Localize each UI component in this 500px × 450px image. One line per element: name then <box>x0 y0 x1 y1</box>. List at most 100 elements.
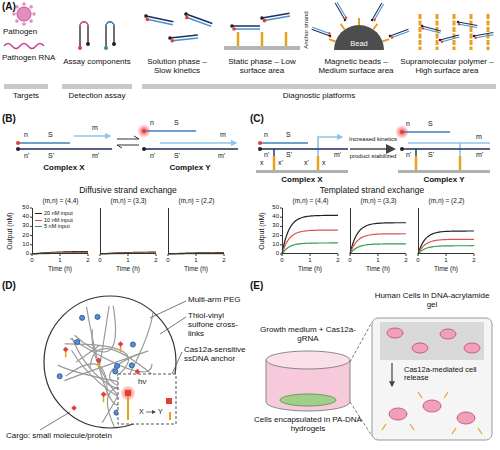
callout-label: Cas12a-sensitive ssDNA anchor <box>184 346 246 364</box>
tick-mark <box>156 254 157 256</box>
cross-link <box>129 363 134 368</box>
cross-link <box>130 342 135 347</box>
peg-arm <box>65 344 129 376</box>
solution-duplexes <box>143 14 174 27</box>
dye-dot <box>400 130 404 134</box>
surface <box>256 170 348 173</box>
tick-mark <box>378 254 379 256</box>
leader-lines <box>172 352 182 374</box>
culture-dish <box>280 394 336 406</box>
legend-entry: 5 nM input <box>35 223 70 229</box>
axis-title: Time (h) <box>48 265 72 272</box>
cell-release-scheme <box>389 400 475 424</box>
leader-lines <box>40 301 186 430</box>
bead-outline <box>334 25 384 50</box>
figure-shape <box>30 208 474 256</box>
complex-name: Complex X <box>43 164 84 173</box>
chart-panel: (m,n) = (3,3) <box>100 208 156 254</box>
static-surface <box>285 32 288 46</box>
dna-strand <box>144 130 196 132</box>
category-label: Detection assay <box>69 92 126 101</box>
bead-strands <box>383 39 390 41</box>
leader-lines <box>160 317 186 334</box>
dna-strand <box>273 149 274 156</box>
cell-release-scheme <box>387 328 480 353</box>
complex-name: Complex Y <box>423 176 464 185</box>
legend-text: 10 nM input <box>44 217 73 223</box>
bead-strands <box>311 26 332 37</box>
callout-label: Cargo: small molecule/protein <box>6 432 112 441</box>
strand-label: m' <box>92 152 99 160</box>
tick-mark <box>224 254 225 256</box>
pathogen-icon <box>29 19 33 23</box>
dye-dot <box>400 147 404 151</box>
pathogen-icon <box>15 19 19 23</box>
legend-entry: 10 nM input <box>35 217 73 223</box>
kinetic-curve <box>282 215 338 254</box>
pathogen-icon <box>22 2 26 6</box>
strand-label: m <box>476 133 482 141</box>
chart-panel: (m,n) = (3,3) <box>350 208 406 254</box>
strand-label: m' <box>334 151 341 159</box>
tick-label: 2 <box>336 257 339 264</box>
equilibrium-arrows <box>117 136 139 139</box>
cell-release-scheme <box>464 343 480 353</box>
pathogen-icon <box>29 5 33 9</box>
zoom-box <box>118 374 176 424</box>
ssdna-anchor <box>65 351 67 357</box>
dna-strand <box>18 148 112 150</box>
tick-label: 30 <box>22 222 29 229</box>
hydrogel-network <box>44 296 176 428</box>
panel-letter: (D) <box>2 280 16 291</box>
tick-mark <box>406 254 407 256</box>
category-label: Diagnostic platforms <box>283 92 355 101</box>
supramolecular-fibres <box>470 14 473 50</box>
pathogen-icon <box>17 7 31 21</box>
dye-dot <box>16 147 20 151</box>
legend-text: 5 nM input <box>44 223 70 229</box>
chart-title: (m,n) = (4,4) <box>283 197 338 204</box>
strand-label: S' <box>48 152 54 160</box>
dna-strand <box>74 135 110 137</box>
bead-strands <box>373 24 377 30</box>
figure-shape <box>16 124 490 173</box>
target-name: Pathogen RNA <box>2 54 55 63</box>
tick-mark <box>128 254 129 256</box>
cell-release-scheme <box>418 392 422 398</box>
cell-release-scheme <box>372 318 492 440</box>
strand-label: m <box>92 124 98 132</box>
tick-label: 30 <box>272 222 279 229</box>
bead-strands <box>334 1 348 21</box>
kinetic-curve <box>418 239 474 254</box>
legend-line <box>35 226 42 227</box>
kinetic-curve <box>350 244 406 254</box>
equilibrium-arrows <box>117 145 139 148</box>
pathogen-icon <box>22 22 26 26</box>
bead-strands <box>329 39 336 41</box>
strand-label: m <box>220 131 226 139</box>
dye-dot <box>16 141 20 145</box>
tick-label: 50 <box>272 204 279 211</box>
hairpin-probes <box>106 22 114 26</box>
tick-mark <box>338 254 339 256</box>
cargo <box>96 358 102 364</box>
cross-link <box>95 314 100 319</box>
callout-label: Thiol-vinyl sulfone cross-links <box>188 312 246 339</box>
bead-label: Bead <box>334 39 384 48</box>
peg-arm <box>86 307 119 405</box>
culture-dish <box>266 351 350 411</box>
kinetic-curve <box>350 234 406 254</box>
axis-title: Output (nM) <box>258 212 266 249</box>
strand-label: n <box>150 119 154 127</box>
leader-lines <box>40 412 70 430</box>
kinetic-curve <box>418 246 474 254</box>
hairpin-probes <box>80 22 88 26</box>
ssdna-anchor <box>98 362 100 368</box>
strand-label: n <box>406 120 410 128</box>
cross-link <box>80 315 85 320</box>
strand-label: n <box>24 131 28 139</box>
peg-arm <box>66 364 107 396</box>
callout-label: Cells encapsulated in PA-DNA hydrogels <box>253 416 363 434</box>
cell-release-scheme <box>478 428 482 434</box>
kinetic-curve <box>282 230 338 254</box>
